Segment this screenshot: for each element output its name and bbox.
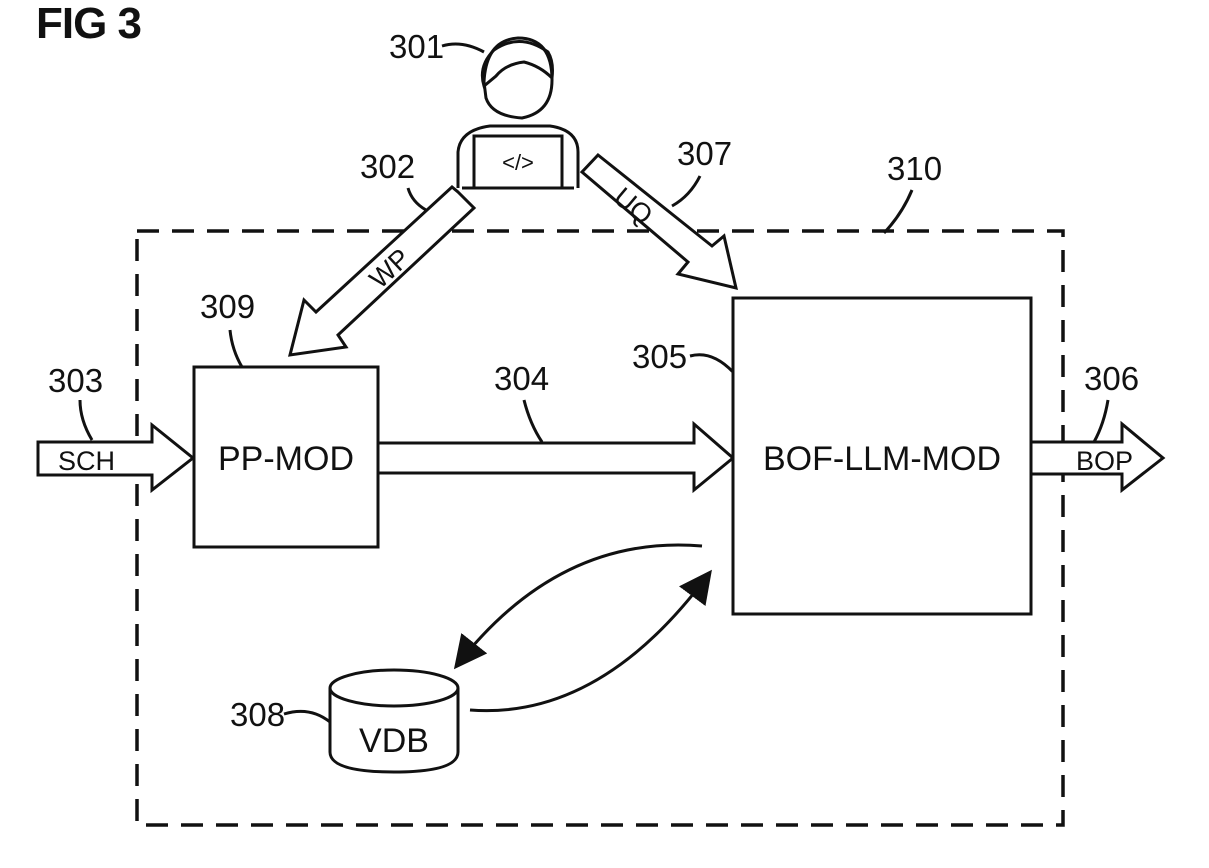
retrieve-arrow: [458, 545, 702, 664]
pp-mod-label: PP-MOD: [218, 440, 354, 478]
sch-ref: 303: [48, 362, 103, 399]
wp-ref: 302: [360, 148, 415, 185]
user-ref: 301: [389, 28, 444, 65]
store-arrow: [470, 575, 708, 711]
system-leader: [884, 190, 912, 233]
vdb-label: VDB: [359, 722, 429, 760]
uq-leader: [672, 176, 700, 206]
bop-label: BOP: [1076, 446, 1133, 476]
system-ref: 310: [887, 150, 942, 187]
bop-leader: [1094, 400, 1108, 442]
vdb-ref: 308: [230, 696, 285, 733]
bof-llm-mod-ref: 305: [632, 338, 687, 375]
internal-arrow-ref: 304: [494, 360, 549, 397]
pp-mod-leader: [230, 330, 242, 367]
bof-llm-mod-label: BOF-LLM-MOD: [763, 440, 1001, 478]
user-leader: [442, 44, 484, 52]
user-icon: </>: [458, 38, 578, 188]
sch-arrow: SCH: [38, 425, 193, 490]
sch-leader: [80, 400, 92, 440]
figure-title: FIG 3: [36, 0, 141, 48]
laptop-code-glyph: </>: [502, 150, 534, 175]
uq-ref: 307: [677, 135, 732, 172]
sch-label: SCH: [58, 446, 115, 476]
wp-leader: [408, 188, 426, 210]
internal-arrow: [378, 424, 733, 490]
vdb-leader: [284, 711, 330, 722]
internal-leader: [524, 400, 542, 442]
wp-arrow: WP: [290, 187, 474, 355]
bop-ref: 306: [1084, 360, 1139, 397]
pp-mod-ref: 309: [200, 288, 255, 325]
bof-llm-mod-leader: [690, 355, 733, 372]
uq-arrow: UQ: [582, 155, 736, 288]
